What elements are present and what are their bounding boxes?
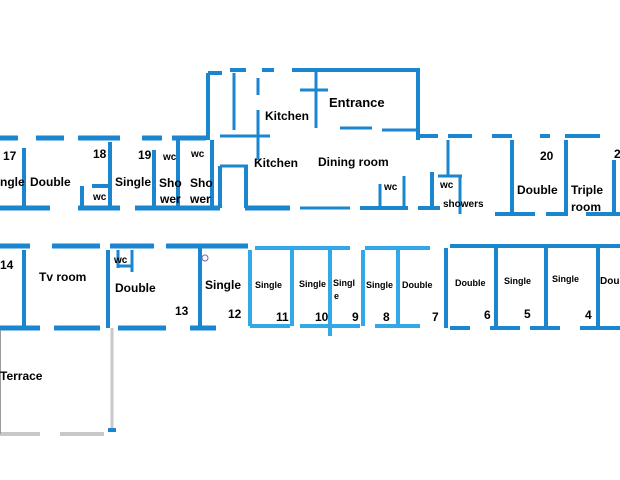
room-18-number: 18 bbox=[93, 147, 107, 161]
terrace-label: Terrace bbox=[0, 369, 43, 383]
showers-label: showers bbox=[443, 199, 484, 210]
room-21-number-partial: 2 bbox=[614, 147, 620, 161]
room-10-type-label: Single bbox=[299, 279, 327, 289]
room-8-number: 8 bbox=[383, 310, 390, 324]
room-20-number: 20 bbox=[540, 149, 554, 163]
door-marker-icon bbox=[201, 254, 209, 262]
room-9-number: 9 bbox=[352, 310, 359, 324]
room-13-type-label: Double bbox=[115, 281, 156, 295]
room-12-number: 12 bbox=[228, 307, 242, 321]
room-17-number: 17 bbox=[3, 149, 17, 163]
room-20-type-label: Double bbox=[517, 183, 558, 197]
room-4-number: 4 bbox=[585, 308, 592, 322]
room-5-type-label: Single bbox=[504, 276, 532, 286]
room-17-type-partial: ngle bbox=[0, 175, 25, 189]
entrance-label: Entrance bbox=[329, 95, 385, 110]
shower-a-line1: Sho bbox=[159, 176, 182, 190]
kitchen-top-label: Kitchen bbox=[265, 109, 310, 123]
room-19-type-label: Single bbox=[115, 175, 152, 189]
room-17-double-label: Double bbox=[30, 175, 71, 189]
room-9-type-line2: e bbox=[334, 291, 340, 301]
room-11-number: 11 bbox=[276, 310, 289, 324]
shower-b-line2: wer bbox=[190, 192, 211, 206]
wc-label-dining: wc bbox=[384, 182, 398, 193]
wc-lower-label: wc bbox=[114, 255, 128, 266]
room-13-number: 13 bbox=[175, 304, 189, 318]
room-4-type-label: Single bbox=[552, 274, 580, 284]
tv-room-label: Tv room bbox=[39, 270, 87, 284]
dining-room-label: Dining room bbox=[318, 155, 389, 169]
room-8-type-label: Single bbox=[366, 280, 394, 290]
room-19-number: 19 bbox=[138, 148, 152, 162]
room-12-type-label: Single bbox=[205, 278, 242, 292]
room-6-number: 6 bbox=[484, 308, 491, 322]
room-7-type-label: Double bbox=[402, 280, 433, 290]
room-18-wc-label: wc bbox=[93, 192, 107, 203]
room-6-type-label: Double bbox=[455, 278, 486, 288]
triple-room-line1: Triple bbox=[571, 183, 604, 197]
kitchen-label: Kitchen bbox=[254, 156, 299, 170]
room-3-type-partial: Dou bbox=[600, 276, 620, 287]
room-14-number: 14 bbox=[0, 258, 14, 272]
room-11-type-label: Single bbox=[255, 280, 283, 290]
wc-label-c: wc bbox=[163, 152, 177, 163]
room-7-number: 7 bbox=[432, 310, 439, 324]
wc-label-showers: wc bbox=[440, 180, 454, 191]
room-5-number: 5 bbox=[524, 307, 531, 321]
triple-room-line2: room bbox=[571, 200, 601, 214]
shower-a-line2: wer bbox=[160, 192, 181, 206]
room-10-number: 10 bbox=[315, 310, 329, 324]
room-9-type-line1: Singl bbox=[333, 278, 355, 288]
wc-label-d: wc bbox=[191, 149, 205, 160]
shower-b-line1: Sho bbox=[190, 176, 213, 190]
